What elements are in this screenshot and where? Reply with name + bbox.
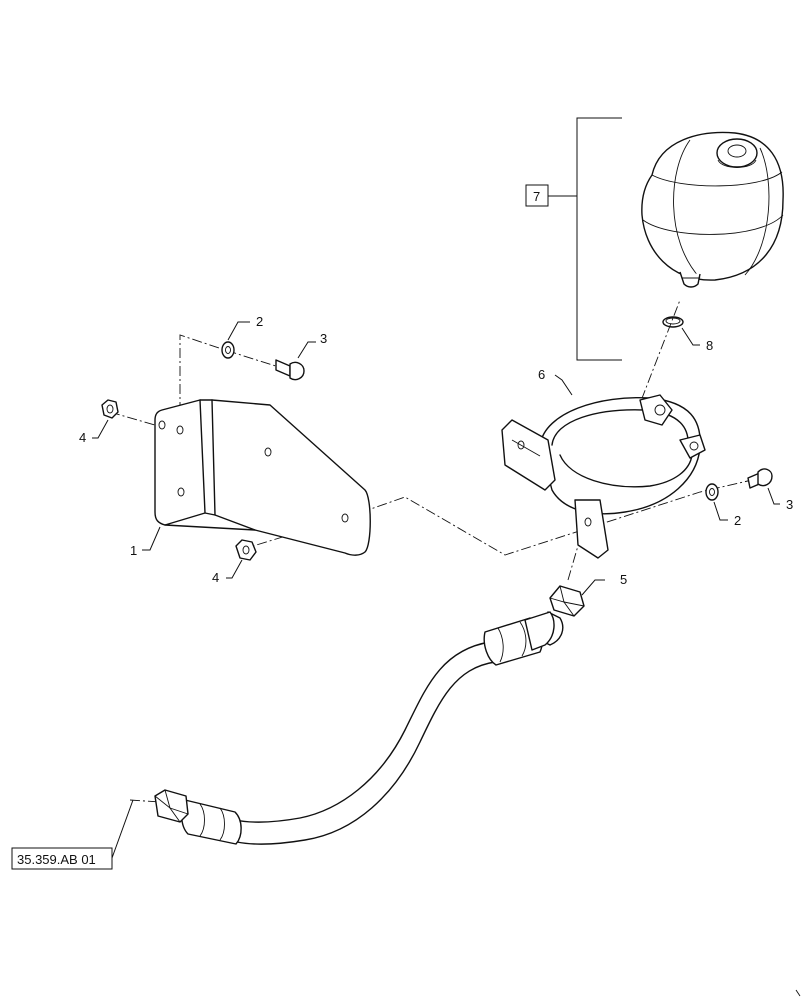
callout-1-label: 1 <box>130 543 137 558</box>
callout-2-right: 2 <box>713 501 741 528</box>
callout-3-top: 3 <box>297 331 327 359</box>
callout-2-top: 2 <box>227 314 263 341</box>
callout-7-label: 7 <box>533 189 540 204</box>
reference-callout: 35.359.AB 01 <box>11 799 134 870</box>
callout-3-right-label: 3 <box>786 497 793 512</box>
mounting-bracket <box>154 399 371 556</box>
group-bracket-7: 7 <box>525 117 622 361</box>
washer-top <box>221 341 235 359</box>
callout-4-bottom: 4 <box>212 559 243 585</box>
washer-right <box>705 483 719 501</box>
reference-label: 35.359.AB 01 <box>17 852 96 867</box>
callout-2-right-label: 2 <box>734 513 741 528</box>
callout-3-top-label: 3 <box>320 331 327 346</box>
o-ring <box>662 316 684 328</box>
nut-bottom <box>235 539 257 561</box>
callout-5: 5 <box>581 572 627 596</box>
callout-2-top-label: 2 <box>256 314 263 329</box>
callout-7-box <box>525 184 549 207</box>
clamp-band <box>501 394 706 559</box>
hydraulic-hose <box>154 611 555 845</box>
callout-1: 1 <box>130 526 161 558</box>
callout-4-left: 4 <box>79 419 109 445</box>
callout-8-label: 8 <box>706 338 713 353</box>
accumulator-sphere <box>641 131 784 288</box>
callout-5-label: 5 <box>620 572 627 587</box>
callout-8: 8 <box>681 327 713 353</box>
corner-mark <box>795 989 801 997</box>
callout-4-left-label: 4 <box>79 430 86 445</box>
reference-box <box>11 847 113 870</box>
bolt-right <box>747 468 773 489</box>
callout-6: 6 <box>538 367 573 396</box>
callout-6-label: 6 <box>538 367 545 382</box>
nut-left <box>101 399 119 419</box>
callout-4-bottom-label: 4 <box>212 570 219 585</box>
callout-3-right: 3 <box>767 487 793 512</box>
assembly-centerlines <box>109 299 753 803</box>
bolt-top <box>275 359 305 381</box>
